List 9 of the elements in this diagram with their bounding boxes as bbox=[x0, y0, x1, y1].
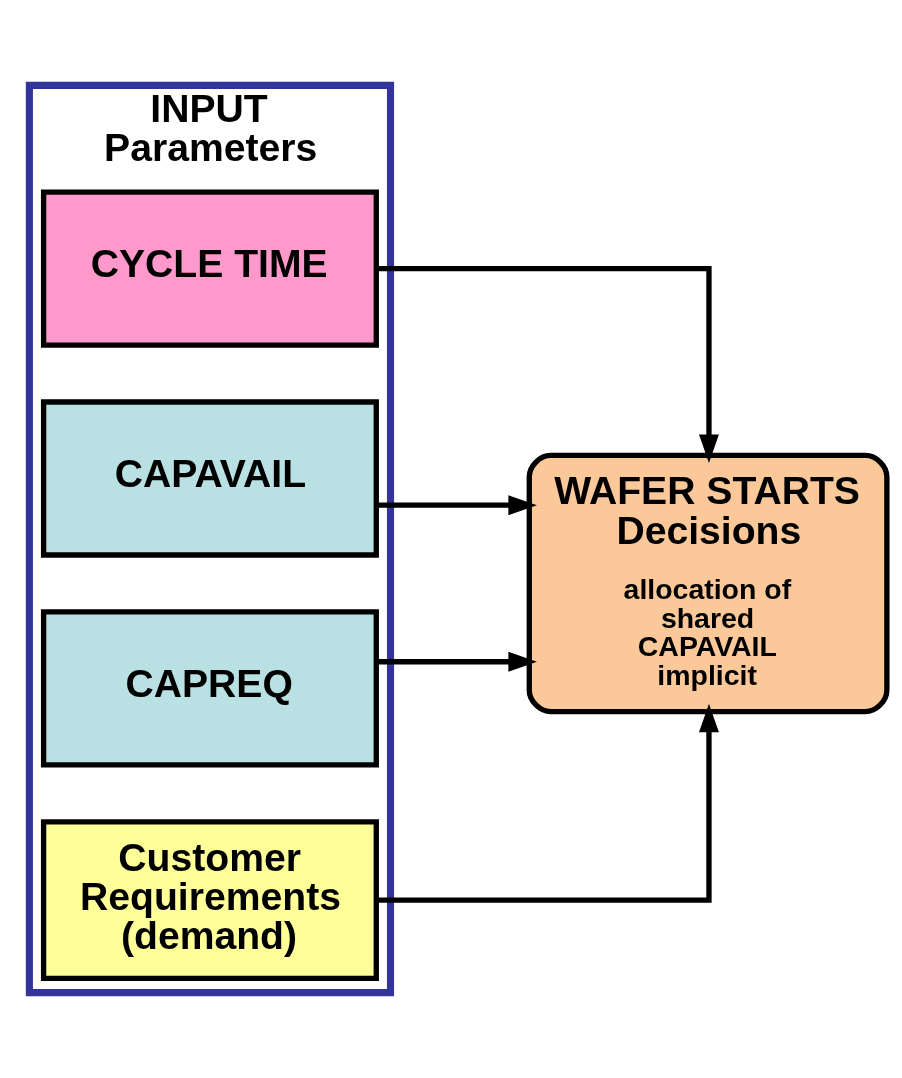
arrow bbox=[376, 703, 719, 903]
arrow bbox=[376, 495, 537, 516]
node-box: Customer Requirements (demand) bbox=[40, 819, 379, 982]
node-box: WAFER STARTS Decisions allocation of shared CAPAVAIL implicit bbox=[526, 452, 890, 715]
node-box: CAPREQ bbox=[40, 609, 379, 768]
arrow bbox=[376, 651, 537, 672]
node-box: CYCLE TIME bbox=[40, 189, 379, 348]
node-box: CAPAVAIL bbox=[40, 399, 379, 558]
arrow bbox=[376, 265, 719, 463]
